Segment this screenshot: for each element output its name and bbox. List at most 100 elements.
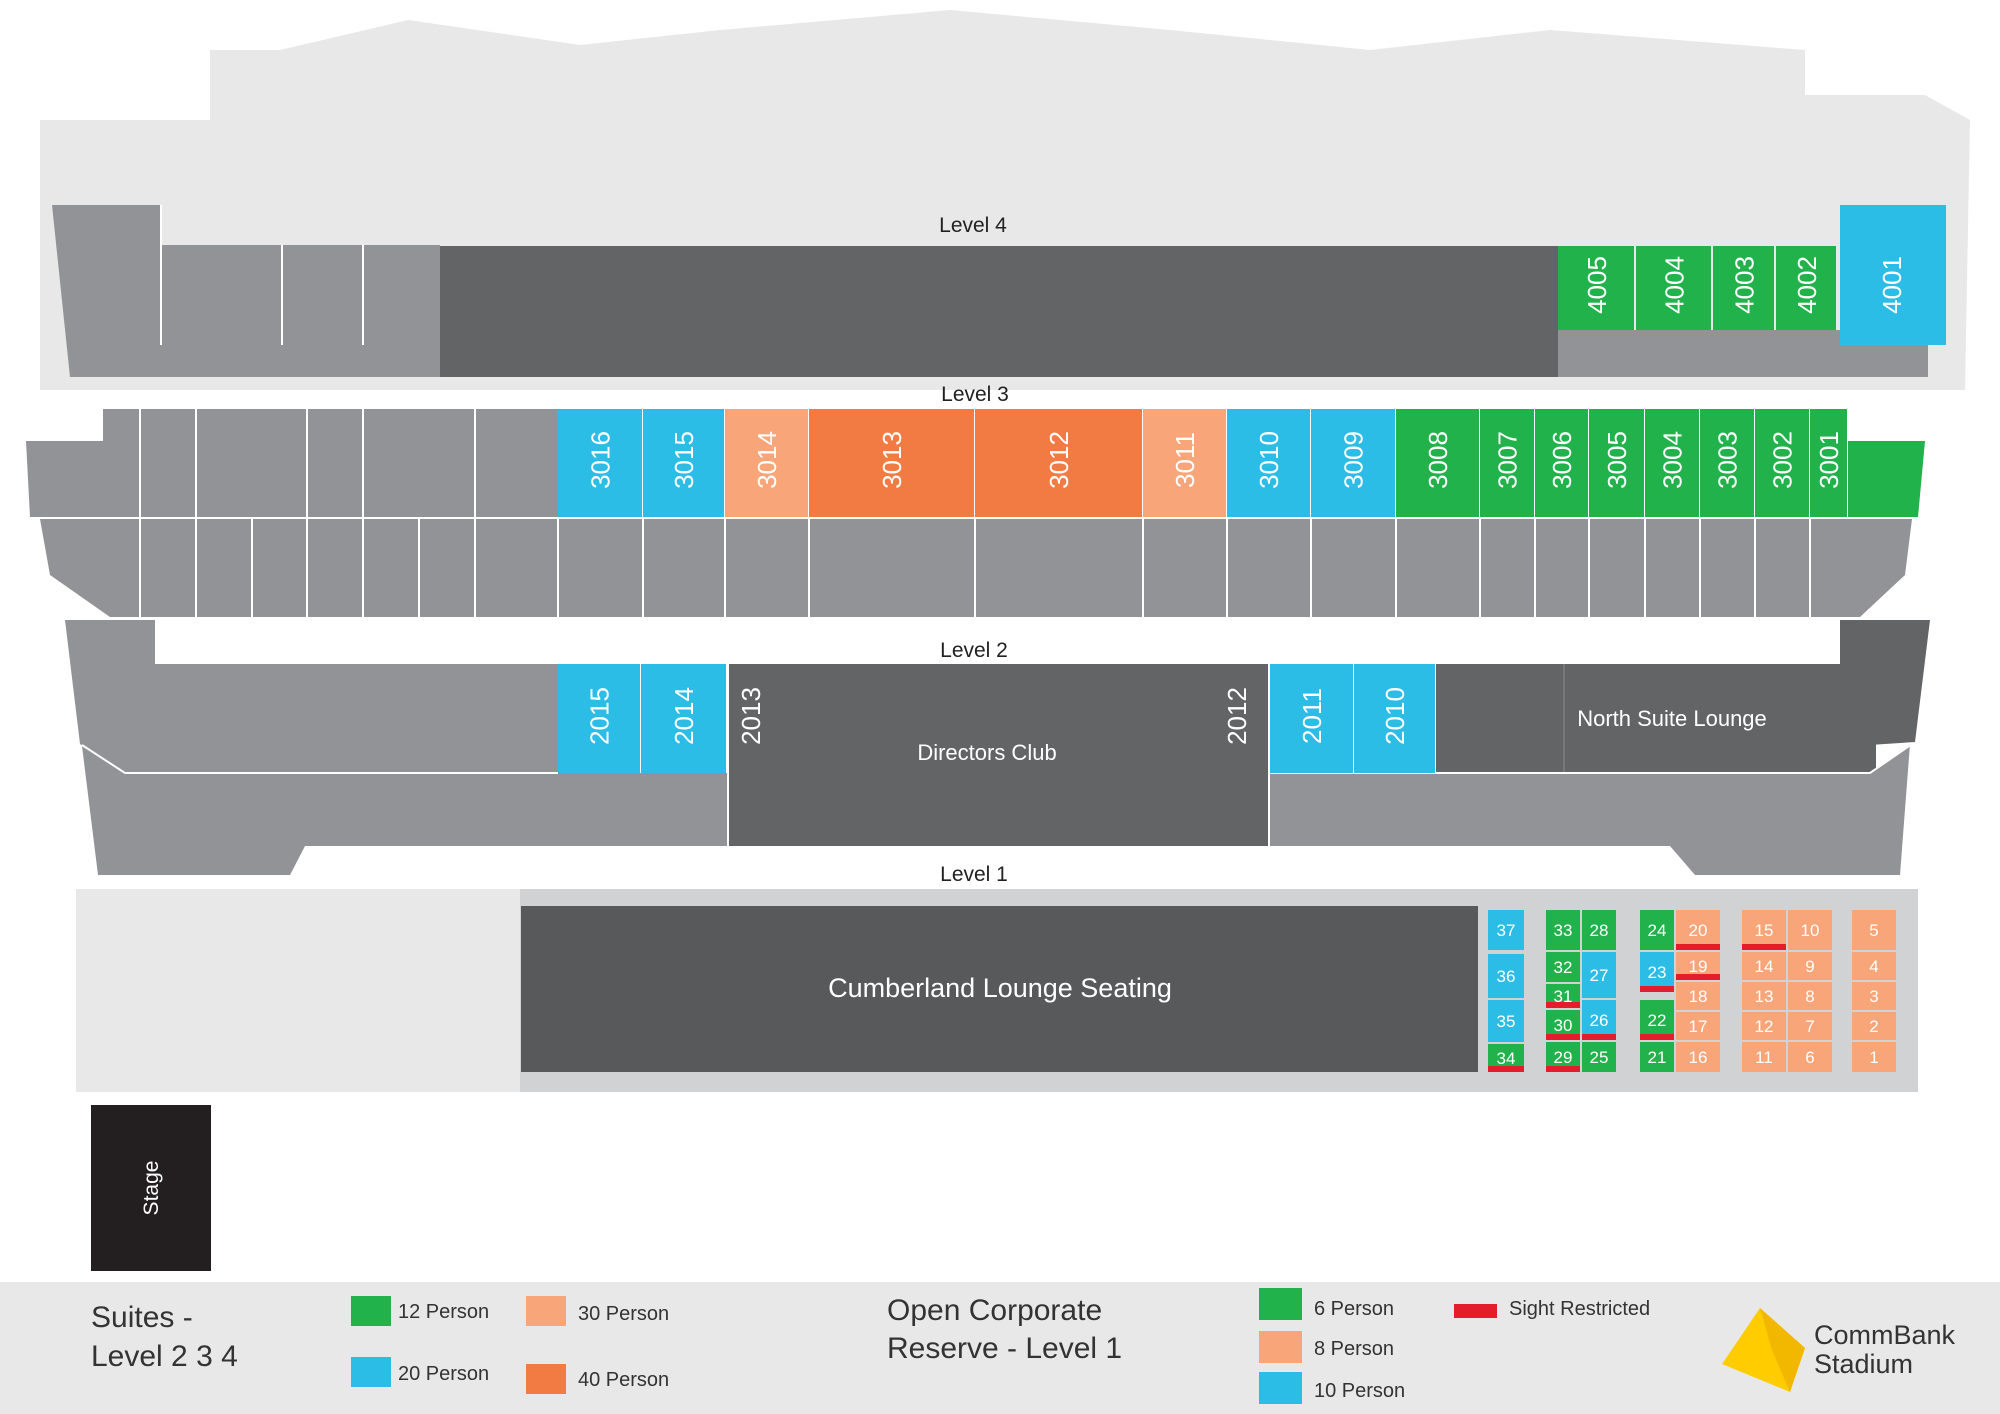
suite-3005[interactable] — [1589, 409, 1644, 517]
suite-2014[interactable] — [641, 664, 726, 773]
box-27[interactable] — [1582, 952, 1616, 998]
suite-3011-label: 3011 — [1170, 432, 1200, 488]
box-37[interactable] — [1488, 910, 1524, 950]
suite-3010[interactable] — [1227, 409, 1310, 517]
box-19-sight-restricted-marker — [1676, 974, 1720, 980]
suite-2011[interactable] — [1270, 664, 1353, 773]
box-21[interactable] — [1640, 1042, 1674, 1072]
suite-3013-label: 3013 — [877, 431, 907, 489]
suite-4001[interactable] — [1840, 205, 1946, 345]
box-34-sight-restricted-marker — [1488, 1066, 1524, 1072]
level-2-right-lower — [1270, 744, 1910, 875]
box-15-label: 15 — [1755, 921, 1774, 940]
level-4-center-block — [440, 246, 1558, 377]
suite-3001-label: 3001 — [1814, 431, 1844, 489]
box-23[interactable] — [1640, 952, 1674, 992]
suite-2013-label: 2013 — [736, 687, 766, 745]
box-10[interactable] — [1788, 910, 1832, 950]
box-6[interactable] — [1788, 1042, 1832, 1072]
box-25-label: 25 — [1590, 1048, 1609, 1067]
box-16[interactable] — [1676, 1042, 1720, 1072]
suite-2012-label: 2012 — [1222, 687, 1252, 745]
suite-3016[interactable] — [558, 409, 642, 517]
open-legend-title-2: Reserve - Level 1 — [887, 1332, 1122, 1365]
suite-3002[interactable] — [1755, 409, 1809, 517]
box-25[interactable] — [1582, 1042, 1616, 1072]
suite-3013[interactable] — [809, 409, 974, 517]
box-28[interactable] — [1582, 910, 1616, 950]
box-14[interactable] — [1742, 952, 1786, 980]
box-21-label: 21 — [1648, 1048, 1667, 1067]
box-20[interactable] — [1676, 910, 1720, 950]
suite-3001[interactable] — [1810, 409, 1847, 517]
legend-label-40: 40 Person — [578, 1369, 669, 1391]
box-32[interactable] — [1546, 952, 1580, 982]
suite-3006[interactable] — [1535, 409, 1588, 517]
suite-3003-label: 3003 — [1713, 431, 1743, 489]
suite-4005[interactable] — [1558, 246, 1634, 330]
suite-3014[interactable] — [725, 409, 808, 517]
suite-3011[interactable] — [1143, 409, 1226, 517]
directors-club-block — [729, 664, 1268, 846]
box-36[interactable] — [1488, 954, 1524, 998]
box-18[interactable] — [1676, 982, 1720, 1010]
suite-3009-label: 3009 — [1339, 431, 1369, 489]
box-15[interactable] — [1742, 910, 1786, 950]
level-2-left-block — [65, 620, 558, 773]
legend-swatch-30 — [526, 1296, 566, 1326]
suite-3004[interactable] — [1645, 409, 1699, 517]
box-8[interactable] — [1788, 982, 1832, 1010]
suite-2010[interactable] — [1354, 664, 1435, 773]
box-17[interactable] — [1676, 1012, 1720, 1040]
suite-3008[interactable] — [1396, 409, 1479, 517]
box-35[interactable] — [1488, 1000, 1524, 1042]
box-26[interactable] — [1582, 1000, 1616, 1040]
box-4[interactable] — [1852, 952, 1896, 980]
box-2[interactable] — [1852, 1012, 1896, 1040]
box-11[interactable] — [1742, 1042, 1786, 1072]
box-13[interactable] — [1742, 982, 1786, 1010]
suite-4003[interactable] — [1713, 246, 1774, 330]
suite-4004[interactable] — [1636, 246, 1711, 330]
box-15-sight-restricted-marker — [1742, 944, 1786, 950]
box-26-label: 26 — [1590, 1011, 1609, 1030]
box-24[interactable] — [1640, 910, 1674, 950]
box-23-label: 23 — [1648, 963, 1667, 982]
legend-label-8: 8 Person — [1314, 1338, 1394, 1360]
box-9[interactable] — [1788, 952, 1832, 980]
suite-4003-label: 4003 — [1730, 256, 1760, 314]
directors-club-label: Directors Club — [917, 740, 1056, 765]
box-7[interactable] — [1788, 1012, 1832, 1040]
north-suite-lounge-label: North Suite Lounge — [1577, 706, 1767, 731]
box-17-label: 17 — [1689, 1017, 1708, 1036]
box-33[interactable] — [1546, 910, 1580, 950]
box-19-label: 19 — [1689, 957, 1708, 976]
suite-3012[interactable] — [975, 409, 1142, 517]
box-29-label: 29 — [1554, 1048, 1573, 1067]
box-9-label: 9 — [1805, 957, 1814, 976]
level-4-right-base — [1558, 330, 1928, 377]
suite-4002[interactable] — [1776, 246, 1836, 330]
suite-3012-label: 3012 — [1044, 431, 1074, 489]
level-2-right-edge-line — [1270, 743, 1913, 774]
suite-3015[interactable] — [643, 409, 724, 517]
suite-3003[interactable] — [1700, 409, 1754, 517]
box-29-sight-restricted-marker — [1546, 1066, 1580, 1072]
suite-3007[interactable] — [1480, 409, 1534, 517]
suite-2014-label: 2014 — [669, 687, 699, 745]
legend-bar — [0, 1282, 2000, 1414]
box-5[interactable] — [1852, 910, 1896, 950]
box-18-label: 18 — [1689, 987, 1708, 1006]
suite-2015[interactable] — [558, 664, 640, 773]
box-22[interactable] — [1640, 1000, 1674, 1040]
suite-3009[interactable] — [1311, 409, 1395, 517]
box-1[interactable] — [1852, 1042, 1896, 1072]
level-2-left-edge-line — [81, 744, 558, 774]
box-3[interactable] — [1852, 982, 1896, 1010]
level-2-left-lower — [82, 746, 727, 875]
box-12[interactable] — [1742, 1012, 1786, 1040]
box-20-sight-restricted-marker — [1676, 944, 1720, 950]
legend-swatch-20 — [351, 1357, 391, 1387]
